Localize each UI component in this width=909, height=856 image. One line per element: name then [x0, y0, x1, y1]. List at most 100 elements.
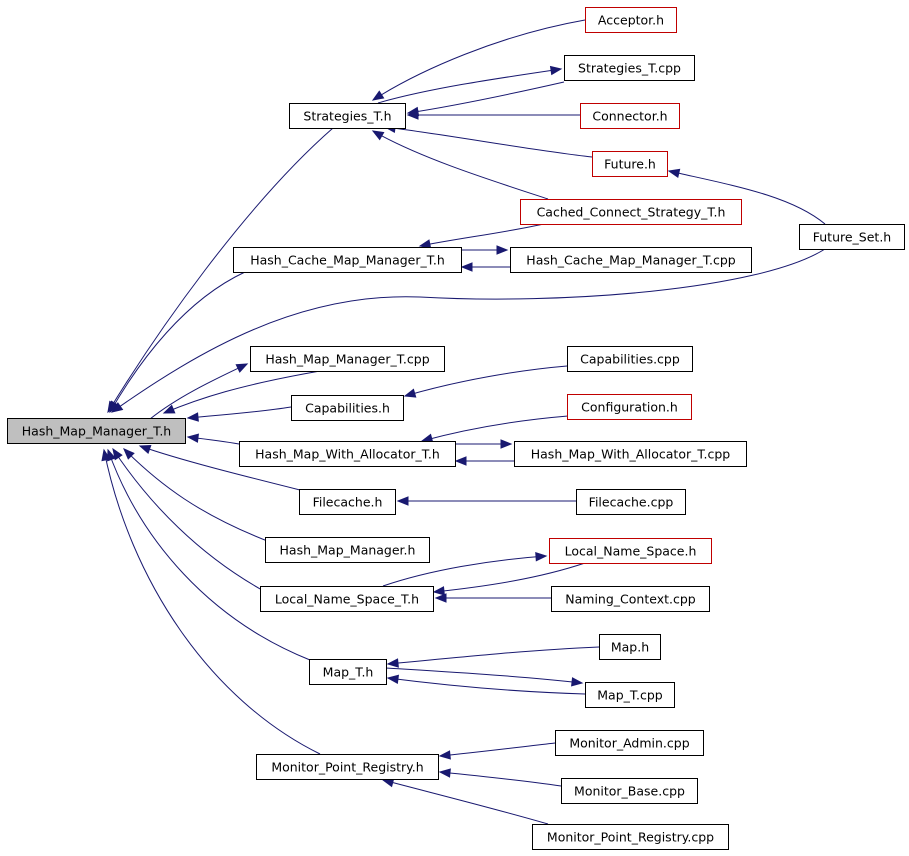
node-future-set-h[interactable]: Future_Set.h — [799, 224, 905, 250]
node-box — [514, 441, 747, 467]
node-mpr-cpp[interactable]: Monitor_Point_Registry.cpp — [532, 824, 729, 850]
edge-monitor_admin_cpp-to-mpr_h — [439, 742, 556, 757]
node-mpr-h[interactable]: Monitor_Point_Registry.h — [256, 754, 439, 780]
node-monitor-admin-cpp[interactable]: Monitor_Admin.cpp — [555, 730, 704, 756]
arrowhead-lns_t_h-to-hmm_t_h — [112, 447, 123, 461]
node-box — [520, 199, 742, 225]
node-label: Monitor_Point_Registry.cpp — [547, 830, 714, 845]
node-box — [260, 586, 434, 612]
node-label: Hash_Map_Manager_T.cpp — [265, 352, 429, 367]
arrowhead-filecache_h-to-hmm_t_h — [138, 444, 152, 454]
node-hmwa-t-cpp[interactable]: Hash_Map_With_Allocator_T.cpp — [514, 441, 747, 467]
node-box — [567, 346, 693, 372]
node-label: Local_Name_Space_T.h — [275, 592, 419, 607]
arrowhead-future_set_h-to-hmm_t_h — [110, 402, 124, 413]
node-capabilities-cpp[interactable]: Capabilities.cpp — [567, 346, 693, 372]
edge-lns_t_h-to-hmm_t_h — [112, 448, 263, 591]
arrowhead-hmm_h-to-hmm_t_h — [123, 448, 135, 460]
node-label: Local_Name_Space.h — [565, 544, 697, 559]
edges-layer — [101, 19, 826, 825]
edge-hmm_h-to-hmm_t_h — [123, 448, 271, 543]
node-lns-t-h[interactable]: Local_Name_Space_T.h — [260, 586, 434, 612]
arrowhead-hmwa_t_cpp-to-hmwa_t_h — [454, 456, 467, 466]
node-label: Cached_Connect_Strategy_T.h — [537, 205, 726, 220]
edge-map_t_h-to-map_t_cpp — [385, 667, 583, 684]
node-box — [549, 538, 712, 564]
node-label: Map_T.h — [323, 665, 374, 680]
node-label: Hash_Cache_Map_Manager_T.cpp — [526, 253, 735, 268]
node-map-t-cpp[interactable]: Map_T.cpp — [585, 682, 675, 708]
arrowhead-lns_h-to-lns_t_h — [432, 586, 445, 596]
node-strategies-t-h[interactable]: Strategies_T.h — [289, 103, 406, 129]
edge-strategies_t_h-to-hmm_t_h — [107, 127, 334, 413]
node-label: Capabilities.cpp — [580, 352, 680, 367]
node-naming-context-cpp[interactable]: Naming_Context.cpp — [551, 586, 710, 612]
edge-future_h-to-strategies_t_h — [384, 126, 593, 158]
arrowhead-future_set_h-to-future_h — [667, 168, 681, 178]
node-map-t-h[interactable]: Map_T.h — [309, 659, 387, 685]
edge-future_set_h-to-hmm_t_h — [111, 248, 826, 413]
node-box — [299, 489, 396, 515]
arrowhead-hmm_t_h-to-hmm_t_cpp — [235, 363, 249, 373]
node-connector-h[interactable]: Connector.h — [580, 103, 680, 129]
node-label: Monitor_Point_Registry.h — [271, 760, 423, 775]
node-box — [576, 489, 686, 515]
node-box — [551, 586, 710, 612]
arrowhead-capabilities_h-to-hmm_t_h — [186, 412, 199, 422]
node-box — [233, 247, 462, 273]
arrowhead-connector_h-to-strategies_t_h — [406, 110, 419, 120]
node-box — [239, 441, 456, 467]
node-label: Filecache.h — [313, 495, 383, 510]
node-label: Hash_Map_With_Allocator_T.h — [255, 447, 440, 462]
node-label: Connector.h — [592, 109, 667, 124]
node-box — [599, 634, 661, 660]
arrowhead-hmwa_t_h-to-hmm_t_h — [186, 433, 199, 443]
node-label: Capabilities.h — [305, 401, 390, 416]
edge-monitor_base_cpp-to-mpr_h — [439, 771, 562, 787]
node-box — [580, 103, 680, 129]
node-hcmm-t-h[interactable]: Hash_Cache_Map_Manager_T.h — [233, 247, 462, 273]
arrowhead-map_t_cpp-to-map_t_h — [386, 674, 400, 685]
node-hcmm-t-cpp[interactable]: Hash_Cache_Map_Manager_T.cpp — [510, 247, 752, 273]
node-cached-connect[interactable]: Cached_Connect_Strategy_T.h — [520, 199, 742, 225]
node-strategies-t-cpp[interactable]: Strategies_T.cpp — [564, 55, 695, 81]
node-acceptor-h[interactable]: Acceptor.h — [585, 7, 677, 33]
node-future-h[interactable]: Future.h — [592, 151, 668, 177]
node-label: Monitor_Base.cpp — [574, 784, 685, 799]
arrowhead-naming_context_cpp-to-lns_t_h — [434, 593, 447, 603]
arrowhead-hcmm_t_cpp-to-hcmm_t_h — [460, 262, 473, 272]
node-hmm-t-h[interactable]: Hash_Map_Manager_T.h — [7, 418, 186, 444]
arrowhead-cached_connect-to-hcmm_t_h — [418, 239, 432, 249]
edge-map_t_cpp-to-map_t_h — [387, 677, 586, 695]
node-label: Hash_Map_Manager.h — [280, 543, 416, 558]
node-box — [7, 418, 186, 444]
arrowhead-capabilities_cpp-to-capabilities_h — [403, 388, 417, 398]
node-configuration-h[interactable]: Configuration.h — [567, 394, 692, 420]
node-box — [291, 395, 404, 421]
node-label: Hash_Map_With_Allocator_T.cpp — [531, 447, 731, 462]
node-map-h[interactable]: Map.h — [599, 634, 661, 660]
node-label: Map.h — [611, 640, 649, 655]
node-filecache-cpp[interactable]: Filecache.cpp — [576, 489, 686, 515]
edge-hmm_t_cpp-to-hmm_t_h — [163, 370, 321, 414]
node-hmwa-t-h[interactable]: Hash_Map_With_Allocator_T.h — [239, 441, 456, 467]
arrowhead-strategies_t_h-to-strategies_t_cpp — [549, 65, 563, 76]
edge-configuration_h-to-hmwa_t_h — [421, 415, 569, 442]
edge-capabilities_h-to-hmm_t_h — [187, 406, 292, 419]
arrowhead-filecache_cpp-to-filecache_h — [396, 496, 409, 506]
node-hmm-h[interactable]: Hash_Map_Manager.h — [265, 537, 430, 563]
node-box — [532, 824, 729, 850]
node-monitor-base-cpp[interactable]: Monitor_Base.cpp — [561, 778, 698, 804]
edge-acceptor_h-to-strategies_t_h — [372, 19, 586, 101]
node-label: Filecache.cpp — [589, 495, 674, 510]
node-capabilities-h[interactable]: Capabilities.h — [291, 395, 404, 421]
edge-capabilities_cpp-to-capabilities_h — [404, 365, 568, 397]
node-hmm-t-cpp[interactable]: Hash_Map_Manager_T.cpp — [250, 346, 445, 372]
edge-mpr_h-to-hmm_t_h — [103, 449, 321, 755]
node-label: Future.h — [604, 157, 656, 172]
node-filecache-h[interactable]: Filecache.h — [299, 489, 396, 515]
node-box — [510, 247, 752, 273]
arrowhead-lns_t_h-to-lns_h — [535, 552, 548, 562]
node-lns-h[interactable]: Local_Name_Space.h — [549, 538, 712, 564]
node-box — [555, 730, 704, 756]
